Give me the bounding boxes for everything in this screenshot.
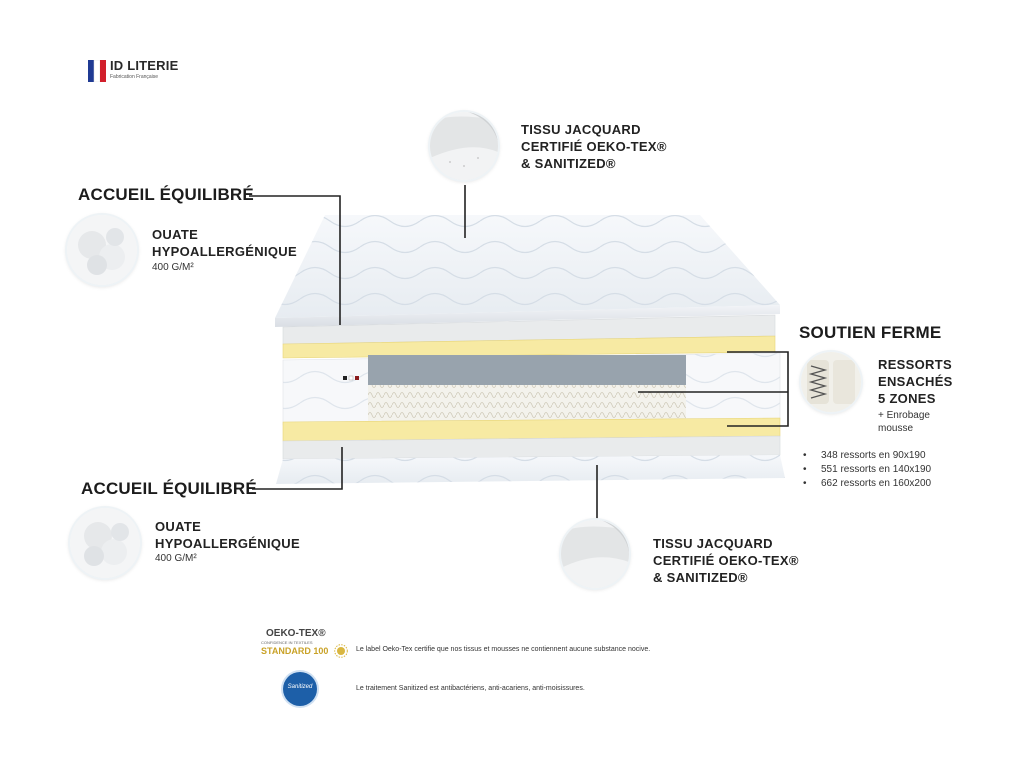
spring-swatch [801,352,861,412]
top-fabric-line-3: & SANITIZED® [521,156,616,171]
support-line-1: RESSORTS [878,357,952,372]
support-note-1: + Enrobage [878,410,930,421]
bottom-fabric-label: TISSU JACQUARD CERTIFIÉ OEKO-TEX® & SANI… [653,535,799,586]
support-note-2: mousse [878,423,914,434]
oeko-tex-standard: STANDARD 100 [261,646,329,656]
sanitized-badge: Sanitized [283,672,317,706]
spring-count-item: 348 ressorts en 90x190 [803,449,931,463]
wadding-swatch-top [67,215,137,285]
top-quilted-panel [275,215,780,327]
support-line-3: 5 ZONES [878,391,936,406]
spring-count-list: 348 ressorts en 90x190 551 ressorts en 1… [803,449,931,491]
bottom-fabric-line-1: TISSU JACQUARD [653,536,773,551]
top-fabric-line-2: CERTIFIÉ OEKO-TEX® [521,139,667,154]
bottom-quilted-panel [276,455,785,484]
comfort-bottom-material-2: HYPOALLERGÉNIQUE [155,536,300,551]
spring-count-item: 551 ressorts en 140x190 [803,463,931,477]
spring-core [282,352,781,426]
spring-count-item: 662 ressorts en 160x200 [803,477,931,491]
bottom-fabric-line-2: CERTIFIÉ OEKO-TEX® [653,553,799,568]
support-label: RESSORTS ENSACHÉS 5 ZONES [878,356,953,407]
brand-name: ID LITERIE [110,58,179,73]
fabric-swatch-top [430,112,498,180]
french-flag-icon [88,60,106,82]
oeko-tex-logo: OEKO-TEX® CONFIDENCE IN TEXTILES STANDAR… [258,628,354,662]
comfort-bottom-weight: 400 G/M² [155,553,197,564]
comfort-top-material-2: HYPOALLERGÉNIQUE [152,244,297,259]
jacquard-fabric-icon [561,520,629,588]
sanitized-description: Le traitement Sanitized est antibactérie… [356,685,585,692]
jacquard-fabric-icon [430,112,498,180]
comfort-bottom-heading: ACCUEIL ÉQUILIBRÉ [81,479,257,498]
bottom-fabric-line-3: & SANITIZED® [653,570,748,585]
oeko-tex-subtitle: CONFIDENCE IN TEXTILES [261,640,313,645]
comfort-bottom-material-1: OUATE [155,519,202,534]
support-heading: SOUTIEN FERME [799,323,942,342]
wadding-swatch-bottom [70,508,140,578]
comfort-top-heading: ACCUEIL ÉQUILIBRÉ [78,185,254,204]
comfort-bottom-material: OUATE HYPOALLERGÉNIQUE [155,518,300,552]
top-fabric-line-1: TISSU JACQUARD [521,122,641,137]
oeko-tex-description: Le label Oeko-Tex certifie que nos tissu… [356,646,651,653]
top-fabric-label: TISSU JACQUARD CERTIFIÉ OEKO-TEX® & SANI… [521,121,667,172]
comfort-top-material-1: OUATE [152,227,199,242]
callout-lines [249,185,789,520]
support-line-2: ENSACHÉS [878,374,953,389]
sun-icon [334,644,348,658]
fabric-swatch-bottom [561,520,629,588]
comfort-top-weight: 400 G/M² [152,262,194,273]
comfort-top-material: OUATE HYPOALLERGÉNIQUE [152,226,297,260]
wadding-icon [67,215,137,285]
oeko-tex-label: OEKO-TEX® [266,628,326,639]
sanitized-badge-label: Sanitized [287,684,313,690]
brand-logo: ID LITERIE Fabrication Française [88,58,188,88]
pocket-spring-icon [801,352,861,412]
brand-tagline: Fabrication Française [110,74,159,80]
wadding-icon [70,508,140,578]
